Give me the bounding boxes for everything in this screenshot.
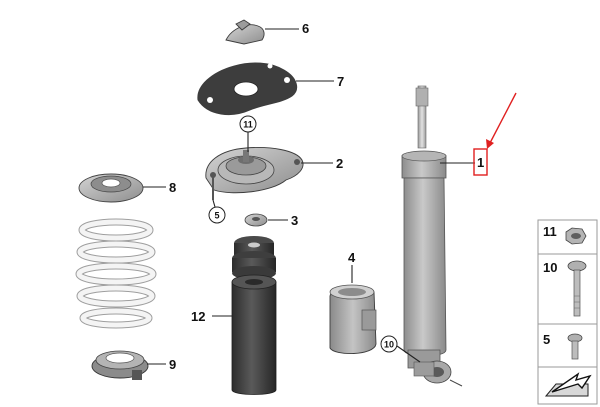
part-label-11-mount: 11 xyxy=(243,120,253,130)
part-label-9: 9 xyxy=(169,357,176,372)
nut-icon xyxy=(565,227,587,245)
part-label-3: 3 xyxy=(291,213,298,228)
bolt-short-icon xyxy=(567,333,583,360)
part-6-bracket xyxy=(225,19,265,45)
part-label-5-mount: 5 xyxy=(214,211,219,221)
legend-label-11: 11 xyxy=(543,224,557,239)
part-1-shock-absorber xyxy=(401,85,463,387)
highlight-arrow-shaft xyxy=(489,92,517,144)
leader-line-10 xyxy=(396,345,421,363)
part-8-spring-seat xyxy=(78,173,144,203)
part-12-bump-stop-boot xyxy=(231,236,277,395)
part-label-4: 4 xyxy=(348,250,356,265)
part-7-gasket xyxy=(197,62,298,116)
callout-circle-5-mount xyxy=(208,206,226,224)
callout-circle-10 xyxy=(380,335,398,353)
part-label-7: 7 xyxy=(337,74,344,89)
coil-spring-highlight xyxy=(76,219,156,328)
highlight-arrow-head xyxy=(486,139,494,149)
fastener-legend xyxy=(537,219,598,405)
part-label-6: 6 xyxy=(302,21,309,36)
part-label-2: 2 xyxy=(336,156,343,171)
legend-label-5: 5 xyxy=(543,332,550,347)
highlight-box-part-1 xyxy=(473,148,488,176)
part-label-1: 1 xyxy=(477,155,484,170)
legend-label-10: 10 xyxy=(543,260,557,275)
part-label-10-callout: 10 xyxy=(384,340,394,350)
part-2-strut-mount xyxy=(205,147,304,200)
part-label-12: 12 xyxy=(191,309,205,324)
part-label-8: 8 xyxy=(169,180,176,195)
part-9-spring-pad xyxy=(91,350,149,380)
part-3-washer xyxy=(244,213,268,227)
part-4-clamp xyxy=(329,284,377,354)
view-direction-arrow-icon xyxy=(544,372,592,397)
leader-line-5-mount xyxy=(212,199,216,208)
bolt-long-icon xyxy=(567,260,587,317)
